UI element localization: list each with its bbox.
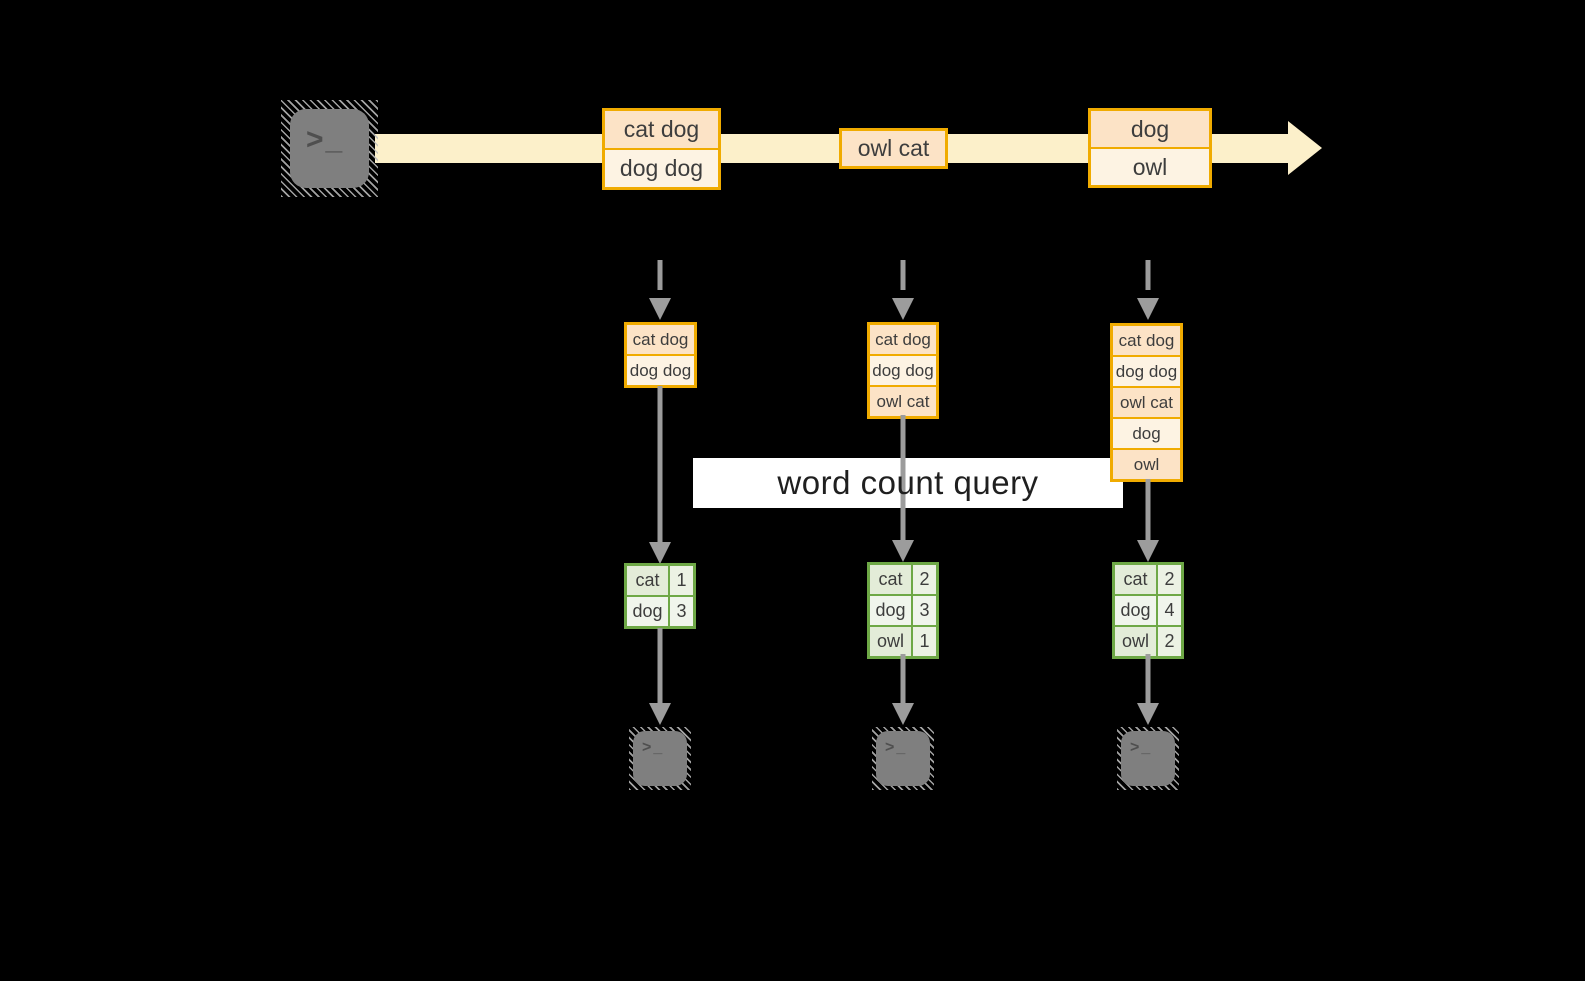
terminal-body: >_ <box>876 731 930 786</box>
terminal-body: >_ <box>1121 731 1175 786</box>
query-label-band <box>693 458 1123 508</box>
terminal-body: >_ <box>290 109 369 188</box>
state-cell: dog dog <box>870 354 936 385</box>
output-arrow-down-1 <box>649 628 671 725</box>
word-count-table-2: cat 2 dog 3 owl 1 <box>867 562 939 659</box>
output-arrow-down-3 <box>1137 654 1159 725</box>
count-value-cell: 2 <box>1158 627 1181 656</box>
query-arrow-down-1 <box>649 386 671 564</box>
count-word-cell: cat <box>870 565 911 594</box>
query-label: word count query <box>777 464 1039 501</box>
terminal-prompt-glyph: >_ <box>1130 739 1153 756</box>
word-count-table-1: cat 1 dog 3 <box>624 563 696 629</box>
stream-message-batch-3: dog owl <box>1088 108 1212 188</box>
sink-terminal-icon-1: >_ <box>629 727 691 790</box>
accumulated-state-box-2: cat dog dog dog owl cat <box>867 322 939 419</box>
dashed-arrow-down-3 <box>1137 260 1159 320</box>
state-cell: owl cat <box>1113 386 1180 417</box>
message-cell: owl <box>1091 147 1209 185</box>
state-cell: cat dog <box>1113 326 1180 355</box>
state-cell: owl cat <box>870 385 936 416</box>
dashed-arrow-down-2 <box>892 260 914 320</box>
accumulated-state-box-1: cat dog dog dog <box>624 322 697 388</box>
output-arrow-down-2 <box>892 654 914 725</box>
count-word-cell: cat <box>1115 565 1156 594</box>
count-word-cell: owl <box>1115 627 1156 656</box>
state-cell: dog <box>1113 417 1180 448</box>
count-word-cell: dog <box>870 596 911 625</box>
count-word-cell: owl <box>870 627 911 656</box>
terminal-prompt-glyph: >_ <box>885 739 908 756</box>
terminal-prompt-glyph: >_ <box>306 123 345 156</box>
count-value-cell: 4 <box>1158 596 1181 625</box>
state-cell: cat dog <box>627 325 694 354</box>
stream-message-batch-2: owl cat <box>839 128 948 169</box>
count-value-cell: 2 <box>1158 565 1181 594</box>
count-word-cell: dog <box>1115 596 1156 625</box>
state-cell: dog dog <box>1113 355 1180 386</box>
terminal-prompt-glyph: >_ <box>642 739 665 756</box>
count-value-cell: 2 <box>913 565 936 594</box>
dashed-arrow-down-1 <box>649 260 671 320</box>
state-cell: dog dog <box>627 354 694 385</box>
sink-terminal-icon-3: >_ <box>1117 727 1179 790</box>
count-word-cell: dog <box>627 597 668 626</box>
message-cell: cat dog <box>605 111 718 148</box>
message-cell: dog dog <box>605 148 718 187</box>
count-word-cell: cat <box>627 566 668 595</box>
count-value-cell: 3 <box>670 597 693 626</box>
state-cell: cat dog <box>870 325 936 354</box>
stream-message-batch-1: cat dog dog dog <box>602 108 721 190</box>
state-cell: owl <box>1113 448 1180 479</box>
word-count-table-3: cat 2 dog 4 owl 2 <box>1112 562 1184 659</box>
stream-source-terminal-icon: >_ <box>281 100 378 197</box>
query-arrow-down-2 <box>892 415 914 562</box>
count-value-cell: 1 <box>670 566 693 595</box>
terminal-body: >_ <box>633 731 687 786</box>
query-arrow-down-3 <box>1137 479 1159 562</box>
count-value-cell: 1 <box>913 627 936 656</box>
message-cell: owl cat <box>842 131 945 166</box>
accumulated-state-box-3: cat dog dog dog owl cat dog owl <box>1110 323 1183 482</box>
sink-terminal-icon-2: >_ <box>872 727 934 790</box>
message-cell: dog <box>1091 111 1209 147</box>
stream-arrowhead <box>1288 121 1322 175</box>
count-value-cell: 3 <box>913 596 936 625</box>
